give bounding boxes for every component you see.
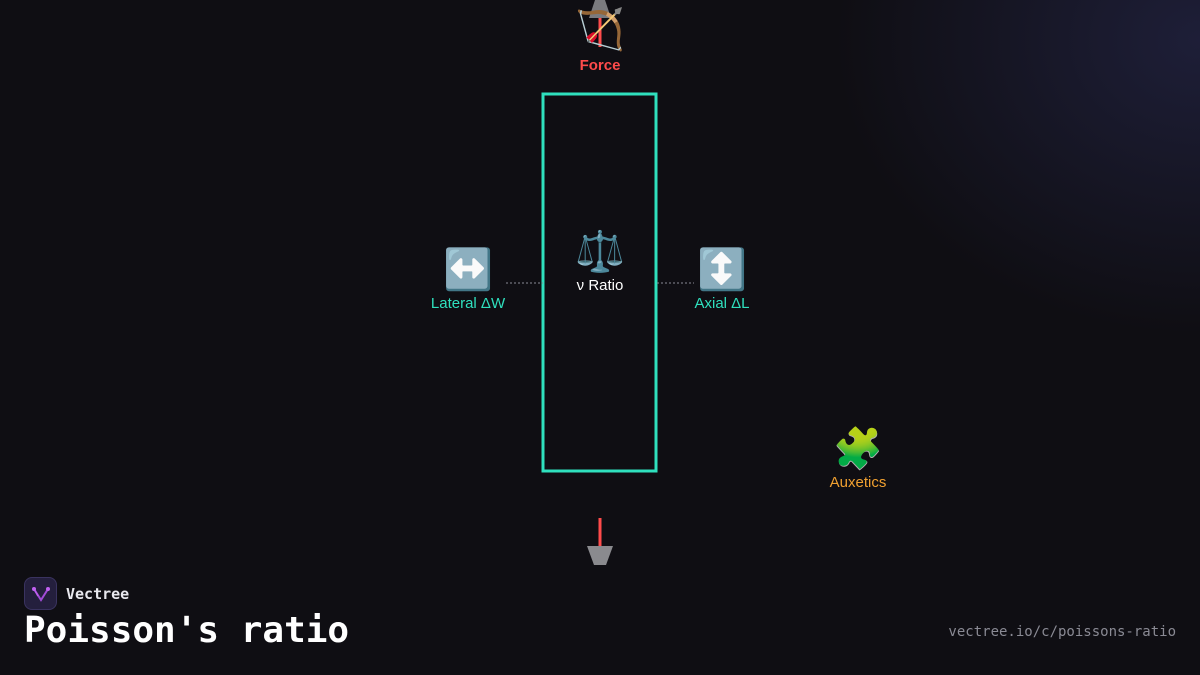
auxetics-node: 🧩 Auxetics (830, 427, 887, 491)
left-right-arrow-icon: ↔️ (443, 248, 493, 292)
ratio-node: ⚖️ ν Ratio (575, 230, 625, 294)
ratio-label: ν Ratio (576, 277, 624, 294)
up-down-arrow-icon: ↕️ (697, 248, 747, 292)
force-label: Force (579, 57, 621, 74)
auxetics-label: Auxetics (829, 474, 887, 491)
lateral-label: Lateral ΔW (430, 295, 506, 312)
bow-and-arrow-icon: 🏹 (575, 8, 625, 52)
source-url: vectree.io/c/poissons-ratio (948, 624, 1176, 640)
balance-scale-icon: ⚖️ (575, 230, 625, 274)
axial-node: ↕️ Axial ΔL (694, 248, 749, 312)
page-title: Poisson's ratio (24, 610, 350, 651)
brand-name: Vectree (66, 584, 130, 603)
bottom-force-arrow (587, 518, 613, 565)
force-node: 🏹 Force (575, 8, 625, 74)
vectree-logo-icon (24, 577, 57, 610)
brand: Vectree (24, 577, 129, 610)
lateral-node: ↔️ Lateral ΔW (431, 248, 505, 312)
top-force-arrow (589, 0, 611, 47)
axial-label: Axial ΔL (694, 295, 750, 312)
puzzle-piece-icon: 🧩 (833, 427, 883, 471)
